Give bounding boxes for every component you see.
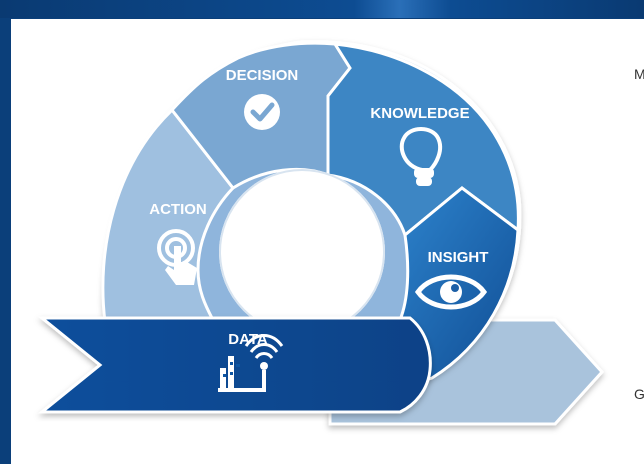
label-decision: DECISION xyxy=(226,67,299,84)
top-band xyxy=(0,0,644,18)
label-knowledge: KNOWLEDGE xyxy=(370,105,469,122)
lightbulb-icon xyxy=(399,127,443,186)
data-wireless-icon xyxy=(218,334,284,392)
touch-target-icon xyxy=(157,229,197,285)
segment-knowledge xyxy=(326,42,520,238)
left-border xyxy=(0,18,11,464)
edge-text-top: M xyxy=(634,66,644,82)
checkmark-circle-icon xyxy=(244,94,280,130)
label-action: ACTION xyxy=(149,201,207,218)
label-insight: INSIGHT xyxy=(428,249,489,266)
eye-icon xyxy=(414,274,488,310)
edge-text-bottom: G xyxy=(634,386,644,402)
segment-action xyxy=(101,107,235,324)
